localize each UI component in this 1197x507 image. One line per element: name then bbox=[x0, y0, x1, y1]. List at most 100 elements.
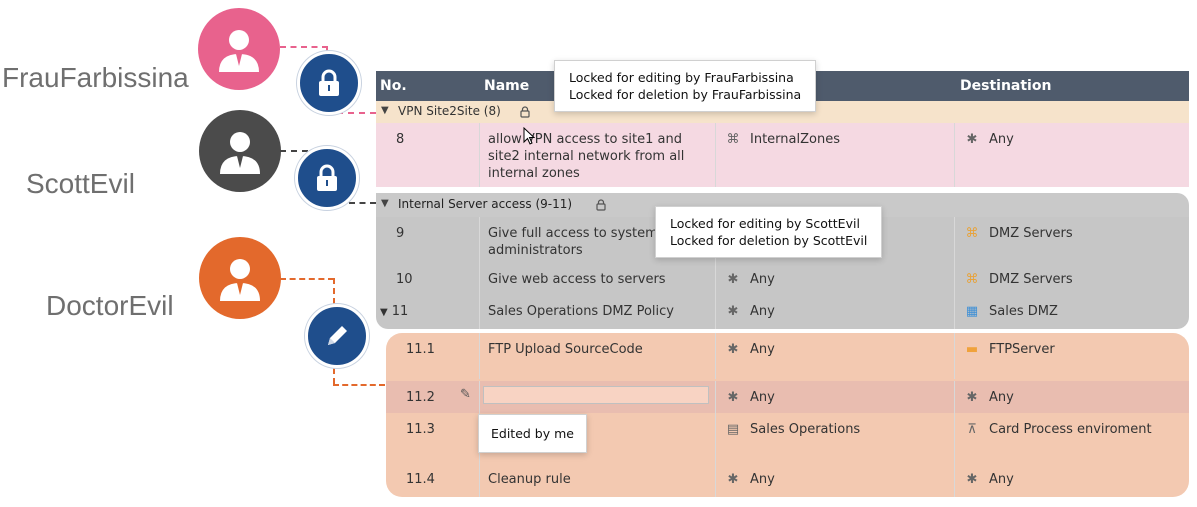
rule-destination-text: Sales DMZ bbox=[989, 304, 1058, 319]
rule-destination-text: Any bbox=[989, 390, 1014, 405]
rule-destination[interactable]: ✱ Any bbox=[954, 463, 1189, 497]
tooltip-line: Locked for editing by ScottEvil bbox=[670, 216, 860, 231]
rule-destination-text: Any bbox=[989, 472, 1014, 487]
server-group-icon: ⌘ bbox=[965, 226, 979, 241]
lock-icon bbox=[596, 199, 606, 211]
rule-name[interactable]: Cleanup rule bbox=[479, 463, 715, 497]
lock-icon bbox=[520, 106, 530, 118]
frau-lock-badge bbox=[297, 51, 361, 115]
rule-no: 11.4 bbox=[406, 472, 435, 487]
rule-source[interactable]: ✱Any bbox=[715, 295, 954, 329]
scott-lock-badge bbox=[295, 146, 359, 210]
rule-source-text: Sales Operations bbox=[750, 422, 861, 437]
collapse-triangle-icon[interactable]: ▼ bbox=[381, 198, 389, 209]
user-icon bbox=[219, 29, 259, 72]
rule-destination[interactable]: ▦ Sales DMZ bbox=[954, 295, 1189, 329]
rules-grid: No. Name Destination ▼ VPN Site2Site (8)… bbox=[376, 71, 1189, 501]
rule-destination[interactable]: ✱ Any bbox=[954, 381, 1189, 413]
rule-name[interactable]: Sales Operations DMZ Policy bbox=[479, 295, 715, 329]
table-row[interactable]: 10 Give web access to servers ✱Any ⌘ DMZ … bbox=[376, 263, 1189, 295]
table-row-editing[interactable]: 11.2 ✎ ✱ Any ✱ Any bbox=[386, 381, 1189, 413]
user-icon bbox=[220, 131, 260, 174]
frau-connector bbox=[280, 46, 328, 48]
rule-destination[interactable]: ✱ Any bbox=[954, 123, 1189, 187]
rule-destination-text: FTPServer bbox=[989, 342, 1055, 357]
rule-source-text: Any bbox=[750, 272, 775, 287]
collapse-triangle-icon[interactable]: ▼ bbox=[381, 105, 389, 116]
edit-pencil-icon: ✎ bbox=[460, 387, 471, 402]
hierarchy-icon: ⊼ bbox=[967, 422, 977, 437]
frau-lock-tooltip: Locked for editing by FrauFarbissina Loc… bbox=[554, 60, 817, 112]
rule-source[interactable]: ✱ Any bbox=[715, 381, 954, 413]
any-icon: ✱ bbox=[727, 472, 739, 487]
rule-destination-text: DMZ Servers bbox=[989, 272, 1073, 287]
collapse-triangle-icon[interactable]: ▼ bbox=[380, 307, 388, 318]
any-icon: ✱ bbox=[727, 304, 739, 319]
tooltip-line: Locked for deletion by ScottEvil bbox=[670, 233, 868, 248]
edited-tooltip: Edited by me bbox=[478, 414, 587, 453]
rule-destination[interactable]: ⊼ Card Process enviroment bbox=[954, 413, 1189, 463]
rule-no: 10 bbox=[396, 272, 413, 287]
frau-name: FrauFarbissina bbox=[2, 62, 189, 93]
table-row[interactable]: 8 allow VPN access to site1 and site2 in… bbox=[376, 123, 1189, 187]
column-header-destination[interactable]: Destination bbox=[960, 78, 1052, 94]
any-icon: ✱ bbox=[966, 472, 978, 487]
rule-no: 11.2 bbox=[406, 390, 435, 405]
rule-source-text: Any bbox=[750, 390, 775, 405]
rule-name[interactable]: FTP Upload SourceCode bbox=[479, 333, 715, 379]
server-group-icon: ⌘ bbox=[965, 272, 979, 287]
lock-icon bbox=[319, 69, 339, 96]
rule-source-text: Any bbox=[750, 342, 775, 357]
tooltip-line: Locked for editing by FrauFarbissina bbox=[569, 70, 794, 85]
frau-connector-row bbox=[326, 112, 376, 114]
lock-icon bbox=[317, 164, 337, 191]
rule-source[interactable]: ▤ Sales Operations bbox=[715, 413, 954, 463]
rule-no-cell: ▼11 bbox=[376, 295, 479, 329]
any-icon: ✱ bbox=[727, 390, 739, 405]
table-row[interactable]: 11.3 ▤ Sales Operations ⊼ Card Process env… bbox=[386, 413, 1189, 463]
rule-destination-text: DMZ Servers bbox=[989, 226, 1073, 241]
grid-header: No. Name Destination bbox=[376, 71, 1189, 101]
table-row[interactable]: 11.1 FTP Upload SourceCode ✱ Any ▬FTPServ… bbox=[386, 333, 1189, 379]
doctor-connector bbox=[280, 278, 334, 280]
doctor-name: DoctorEvil bbox=[46, 290, 174, 321]
pencil-icon bbox=[328, 326, 347, 345]
doctor-avatar bbox=[199, 237, 281, 319]
rule-no: 9 bbox=[396, 226, 405, 241]
column-header-name[interactable]: Name bbox=[484, 78, 530, 94]
rule-no: 11.3 bbox=[406, 422, 435, 437]
rule-no: 11 bbox=[391, 304, 409, 319]
rule-source[interactable]: ✱ Any bbox=[715, 333, 954, 379]
id-card-icon: ▤ bbox=[726, 422, 740, 437]
rule-name-input[interactable] bbox=[483, 386, 709, 404]
rule-destination-text: Card Process enviroment bbox=[989, 422, 1152, 437]
column-header-no[interactable]: No. bbox=[380, 78, 407, 94]
rule-destination[interactable]: ⌘ DMZ Servers bbox=[954, 217, 1189, 263]
table-row[interactable]: ▼11 Sales Operations DMZ Policy ✱Any ▦ Sa… bbox=[376, 295, 1189, 329]
rule-source-text: InternalZones bbox=[750, 132, 840, 147]
rule-no: 11.1 bbox=[406, 342, 435, 357]
user-icon bbox=[220, 258, 260, 301]
frau-avatar bbox=[198, 8, 280, 90]
rule-source[interactable]: ✱Any bbox=[715, 263, 954, 295]
any-icon: ✱ bbox=[727, 342, 739, 357]
any-icon: ✱ bbox=[966, 390, 978, 405]
mouse-cursor-icon bbox=[523, 127, 535, 145]
rule-name[interactable]: Give web access to servers bbox=[479, 263, 715, 295]
rule-destination-text: Any bbox=[989, 132, 1014, 147]
rule-source[interactable]: ⌘ InternalZones bbox=[715, 123, 954, 187]
rule-name-cell[interactable] bbox=[479, 381, 715, 413]
rule-destination[interactable]: ⌘ DMZ Servers bbox=[954, 263, 1189, 295]
zone-icon: ⌘ bbox=[726, 132, 740, 147]
rule-source[interactable]: ✱Any bbox=[715, 463, 954, 497]
scott-avatar bbox=[199, 110, 281, 192]
rule-name[interactable]: allow VPN access to site1 and site2 inte… bbox=[479, 123, 715, 187]
doctor-connector-row bbox=[333, 384, 385, 386]
rule-name[interactable]: Give full access to system administrator… bbox=[479, 217, 715, 263]
scott-lock-tooltip: Locked for editing by ScottEvil Locked f… bbox=[655, 206, 883, 258]
rule-destination[interactable]: ▬FTPServer bbox=[954, 333, 1189, 379]
table-row[interactable]: 11.4 Cleanup rule ✱Any ✱Any bbox=[386, 463, 1189, 497]
any-icon: ✱ bbox=[966, 132, 978, 147]
server-group-title: Internal Server access (9-11) bbox=[398, 197, 573, 211]
network-icon: ▦ bbox=[965, 304, 979, 319]
